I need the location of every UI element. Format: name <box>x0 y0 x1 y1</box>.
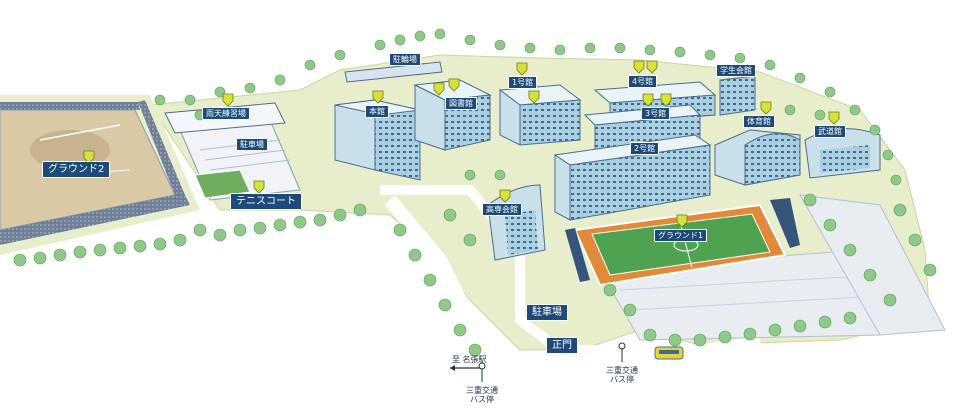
label-student-hall[interactable]: 学生会館 <box>716 64 756 77</box>
ground1-track <box>565 198 800 286</box>
pin-icon <box>253 180 265 194</box>
label-building-3[interactable]: 3号館 <box>641 107 671 120</box>
bus-stop-right-icon <box>618 342 626 362</box>
building-gym <box>714 129 801 186</box>
label-building-2[interactable]: 2号館 <box>630 142 660 155</box>
pin-icon <box>83 150 95 164</box>
bus-stop-left-text: 三重交通 バス停 <box>466 386 498 404</box>
pin-icon <box>760 101 772 115</box>
bus-stop-right-text: 三重交通 バス停 <box>606 366 638 384</box>
pin-icon <box>676 214 688 228</box>
bus-icon <box>654 346 684 360</box>
road-south <box>384 195 517 420</box>
pin-icon <box>642 93 654 107</box>
building-student-hall <box>719 75 756 116</box>
pin-icon <box>528 90 540 104</box>
bus-stop-left-icon <box>478 362 486 382</box>
pin-icon <box>646 60 658 74</box>
pin-icon <box>499 189 511 203</box>
to-station-text: 至 名張駅 <box>452 355 487 364</box>
label-bicycle-parking[interactable]: 駐輪場 <box>389 53 421 66</box>
label-kosen-hall[interactable]: 高専会館 <box>482 203 522 216</box>
label-ground2[interactable]: グラウンド2 <box>42 161 111 178</box>
to-station-arrow-icon <box>450 365 480 371</box>
building-1 <box>498 84 582 146</box>
label-building-4[interactable]: 4号館 <box>628 75 658 88</box>
road-main <box>380 185 761 355</box>
label-outdoor-gym[interactable]: 雨天練習場 <box>202 107 250 120</box>
label-parking-main[interactable]: 駐車場 <box>526 304 568 321</box>
pin-icon <box>660 93 672 107</box>
label-library[interactable]: 図書館 <box>445 97 477 110</box>
pin-icon <box>222 93 234 107</box>
pin-icon <box>433 82 445 96</box>
label-honkan[interactable]: 本館 <box>365 105 389 118</box>
label-parking-left[interactable]: 駐車場 <box>236 138 268 151</box>
pin-icon <box>633 60 645 74</box>
label-budokan[interactable]: 武道館 <box>814 125 846 138</box>
label-gym[interactable]: 体育館 <box>743 115 775 128</box>
building-2 <box>553 134 712 221</box>
pin-icon <box>448 78 460 92</box>
pin-icon <box>372 90 384 104</box>
pin-icon <box>828 111 840 125</box>
trees <box>13 28 937 357</box>
pin-icon <box>516 62 528 76</box>
label-building-1[interactable]: 1号館 <box>508 76 538 89</box>
label-tennis-court[interactable]: テニスコート <box>230 193 302 210</box>
label-ground1[interactable]: グラウンド1 <box>654 229 708 242</box>
label-main-gate[interactable]: 正門 <box>546 337 578 354</box>
